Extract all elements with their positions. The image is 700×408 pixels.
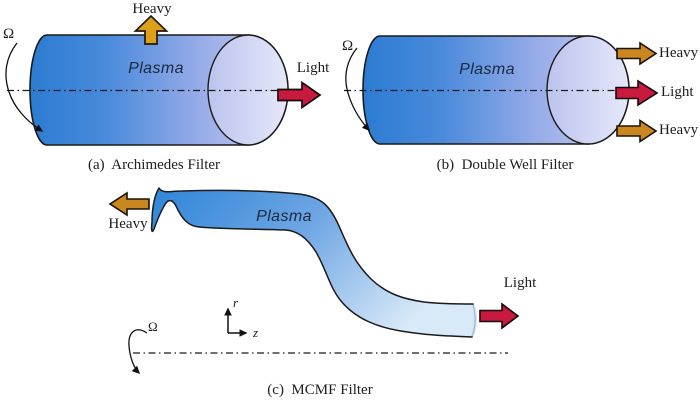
rotation-arrow-a-icon xyxy=(5,42,44,132)
light-outflow-arrow-right-icon xyxy=(277,80,322,110)
heavy-outflow-arrow-left-icon xyxy=(108,191,150,217)
heavy-bottom-label-b: Heavy xyxy=(659,122,699,138)
panel-a-art xyxy=(5,14,322,146)
plasma-band-end-edge xyxy=(471,304,476,337)
heavy-bottom-arrow-icon xyxy=(616,119,658,143)
plasma-label-c: Plasma xyxy=(256,208,312,225)
light-label-b: Light xyxy=(661,84,694,100)
panel-b-art xyxy=(344,35,659,145)
light-label-c: Light xyxy=(503,275,537,291)
caption-c: (c) MCMF Filter xyxy=(267,382,373,398)
caption-b: (b) Double Well Filter xyxy=(436,157,574,173)
heavy-top-arrow-icon xyxy=(616,41,658,66)
light-outflow-arrow-right-c-icon xyxy=(479,302,520,330)
plasma-label-a: Plasma xyxy=(128,60,184,77)
light-label-a: Light xyxy=(296,60,330,76)
omega-label-c: Ω xyxy=(148,319,158,334)
rotation-arrow-b-icon xyxy=(345,47,371,132)
omega-label-a: Ω xyxy=(3,26,15,42)
heavy-label-a: Heavy xyxy=(132,1,172,17)
plasma-label-b: Plasma xyxy=(459,61,515,78)
plasma-band xyxy=(150,187,476,338)
heavy-outflow-arrow-up-icon xyxy=(133,14,169,45)
heavy-label-c: Heavy xyxy=(108,216,148,232)
light-middle-arrow-icon xyxy=(615,79,659,107)
heavy-top-label-b: Heavy xyxy=(659,45,699,61)
panel-c-art xyxy=(108,187,520,375)
omega-label-b: Ω xyxy=(342,38,354,54)
axis-r-label: r xyxy=(233,295,239,310)
rotation-arrow-c-icon xyxy=(128,329,148,375)
caption-a: (a) Archimedes Filter xyxy=(87,157,221,173)
axis-z-label: z xyxy=(253,325,259,340)
